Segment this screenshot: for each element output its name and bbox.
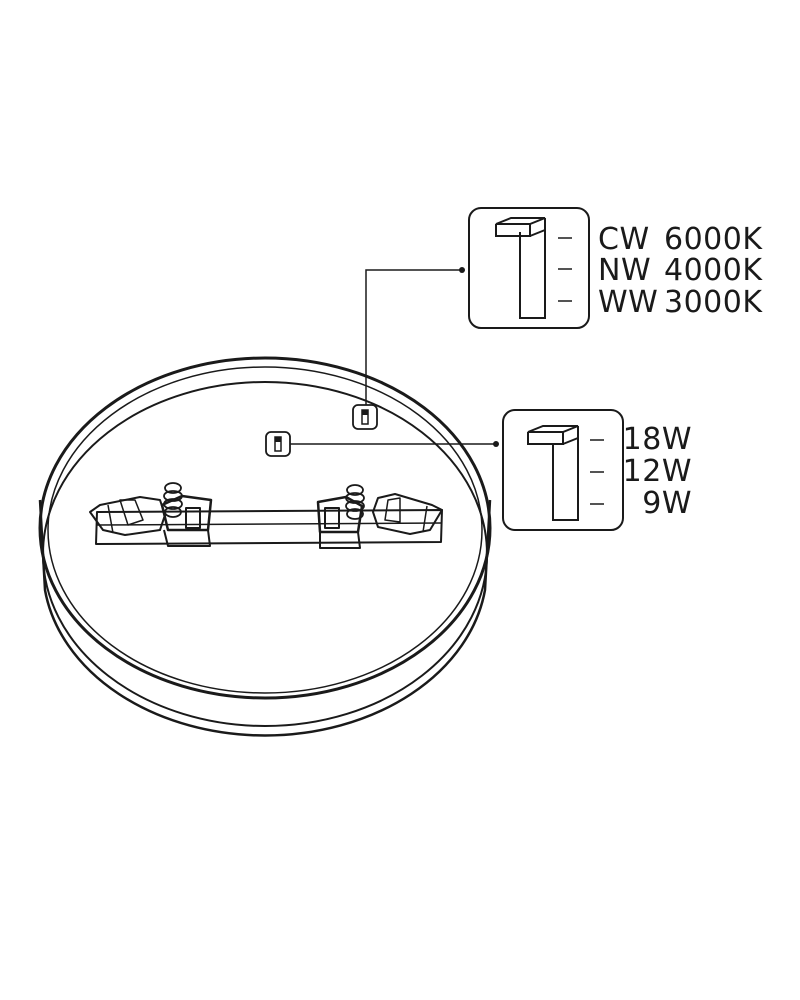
- bracket-right-tab-lip: [384, 497, 401, 523]
- right-spring-clip: [316, 484, 365, 549]
- cct-value-6000k: 6000K: [664, 222, 763, 257]
- bracket-left-tab-fold: [107, 504, 114, 534]
- bracket-left-tab: [89, 496, 166, 536]
- bracket-left-tab-lip: [119, 499, 144, 526]
- cct-leader-line: [365, 267, 465, 405]
- bracket-right-tab: [372, 493, 443, 535]
- cct-callout-box: [468, 207, 590, 329]
- cct-code-ww: WW: [598, 285, 658, 320]
- mounting-bracket: [89, 482, 443, 549]
- panel-top-face-inner-rim: [47, 366, 483, 694]
- cct-value-3000k: 3000K: [664, 285, 763, 320]
- cct-switch[interactable]: [352, 404, 378, 430]
- left-spring-clip: [160, 482, 213, 547]
- wattage-switch-enlarged-icon: [527, 425, 579, 521]
- bracket-bar-edge: [96, 522, 443, 526]
- panel-top-face: [38, 356, 492, 700]
- cct-code-nw: NW: [598, 253, 651, 288]
- cct-value-4000k: 4000K: [664, 253, 763, 288]
- cct-code-cw: CW: [598, 222, 650, 257]
- wattage-option-12w: 12W: [623, 454, 692, 489]
- wattage-option-labels: 18W 12W 9W: [623, 422, 692, 521]
- cct-switch-enlarged-icon: [495, 217, 546, 319]
- panel-side-wall: [38, 499, 492, 737]
- wattage-leader-line: [290, 441, 499, 447]
- cct-option-labels: CW 6000K NW 4000K WW 3000K: [598, 222, 763, 320]
- led-panel: [38, 356, 492, 737]
- bracket-right-tab-fold: [422, 505, 428, 533]
- bracket-bar: [95, 509, 443, 545]
- panel-bottom-edge: [42, 381, 488, 727]
- wattage-option-18w: 18W: [623, 422, 692, 457]
- wattage-option-9w: 9W: [642, 486, 692, 521]
- wattage-switch[interactable]: [265, 431, 291, 457]
- wattage-callout-box: [502, 409, 624, 531]
